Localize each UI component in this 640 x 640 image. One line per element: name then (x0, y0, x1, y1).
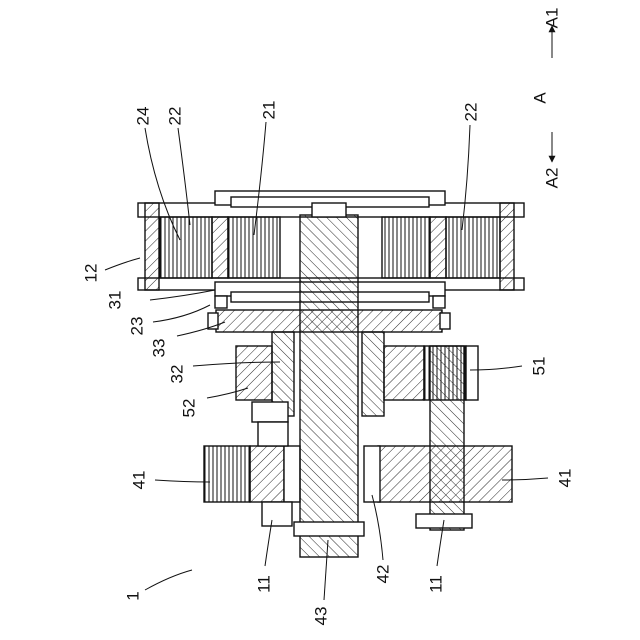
label-1: 1 (123, 591, 142, 600)
label-31: 31 (105, 291, 124, 310)
label-11-left: 11 (254, 575, 273, 593)
label-23: 23 (127, 317, 146, 336)
label-direction-a2: A2 (542, 168, 561, 189)
label-41-left: 41 (129, 471, 148, 490)
label-22-right: 22 (461, 103, 480, 122)
label-24: 24 (133, 107, 152, 126)
label-12: 12 (81, 264, 100, 283)
label-51: 51 (529, 357, 548, 376)
direction-arrow: A1 A A2 (530, 8, 561, 189)
label-42: 42 (373, 565, 392, 584)
label-11-right: 11 (426, 575, 445, 593)
label-direction-a1: A1 (542, 8, 561, 29)
label-52: 52 (179, 399, 198, 418)
label-33: 33 (149, 339, 168, 358)
main-shaft (294, 203, 364, 557)
label-32: 32 (167, 365, 186, 384)
label-22-left: 22 (165, 107, 184, 126)
label-43: 43 (311, 607, 330, 626)
label-21: 21 (259, 101, 278, 120)
label-direction-a: A (530, 92, 549, 104)
label-41-right: 41 (555, 469, 574, 488)
